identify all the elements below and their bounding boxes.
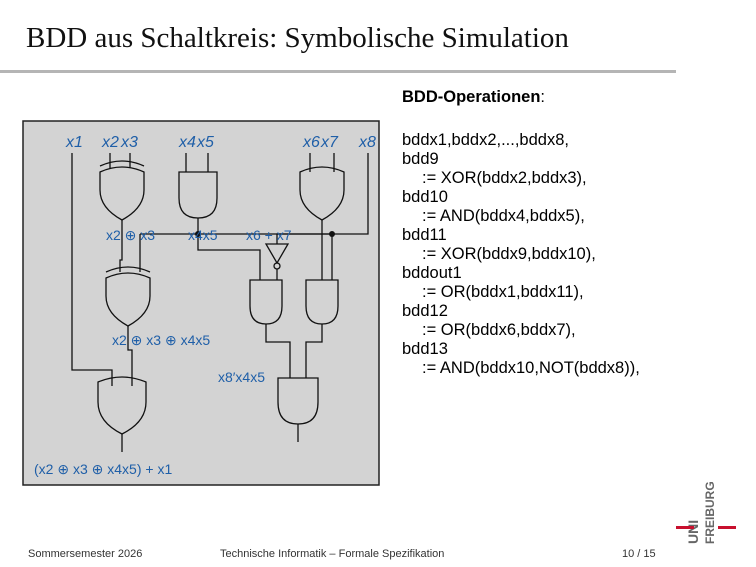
op-line-8: bddout1 [402, 263, 462, 282]
bdd-operations: BDD-Operationen: bddx1,bddx2,...,bddx8, … [402, 89, 752, 379]
junction-dot-and45 [195, 231, 201, 237]
op-line-7: := XOR(bddx9,bddx10), [422, 244, 596, 263]
input-x2: x2 [101, 134, 119, 151]
op-line-6: bdd11 [402, 225, 447, 244]
signal-label-and-not8: x8′x4x5 [218, 369, 265, 385]
university-logo: UNI FREIBURG [676, 481, 736, 544]
input-x1: x1 [65, 134, 83, 151]
op-line-4: bdd10 [402, 187, 448, 206]
signal-label-and45: x4x5 [188, 227, 218, 243]
logo-text-freiburg: FREIBURG [703, 481, 717, 544]
input-x3: x3 [120, 134, 138, 151]
or-gate-x6-x7 [299, 166, 345, 221]
junction-dot-x8 [329, 231, 335, 237]
signal-label-xor23: x2 ⊕ x3 [106, 227, 155, 243]
op-line-11: := OR(bddx6,bddx7), [422, 320, 576, 339]
op-line-5: := AND(bddx4,bddx5), [422, 206, 585, 225]
input-x6: x6 [302, 134, 320, 151]
input-x8: x8 [358, 134, 376, 151]
and-gate-x4x5-or67 [305, 279, 339, 325]
or-gate-output [97, 376, 147, 435]
xor-gate-middle [105, 266, 151, 327]
output-expression: (x2 ⊕ x3 ⊕ x4x5) + x1 [34, 461, 172, 477]
logo-accent-left [676, 526, 694, 529]
op-line-13: := AND(bddx10,NOT(bddx8)), [422, 358, 640, 377]
op-line-1: bddx1,bddx2,...,bddx8, [402, 130, 569, 149]
input-x4: x4 [178, 134, 196, 151]
footer-page: 10 / 15 [622, 548, 656, 560]
input-x7: x7 [320, 134, 339, 151]
input-x5: x5 [196, 134, 214, 151]
footer-semester: Sommersemester 2026 [28, 548, 143, 560]
op-line-10: bdd12 [402, 301, 448, 320]
signal-label-or67: x6 + x7 [246, 227, 292, 243]
and-gate-not-x8 [249, 279, 283, 325]
circuit-wires [71, 153, 369, 452]
title-rule [0, 70, 676, 73]
circuit-panel [22, 120, 380, 486]
op-line-9: := OR(bddx1,bddx11), [422, 282, 584, 301]
circuit-diagram: x1 x2 x3 x4 x5 x6 x7 x8 [22, 120, 380, 486]
xor-gate-x2-x3 [99, 160, 145, 221]
slide-title: BDD aus Schaltkreis: Symbolische Simulat… [26, 22, 569, 54]
signal-label-xor-all: x2 ⊕ x3 ⊕ x4x5 [112, 332, 210, 348]
op-line-3: := XOR(bddx2,bddx3), [422, 168, 587, 187]
op-line-12: bdd13 [402, 339, 448, 358]
logo-accent-right [718, 526, 736, 529]
footer-course: Technische Informatik – Formale Spezifik… [220, 548, 445, 560]
ops-heading: BDD-Operationen: [402, 88, 546, 106]
op-line-2: bdd9 [402, 149, 439, 168]
and-gate-x4-x5 [178, 171, 218, 219]
logo-text-uni: UNI [685, 520, 701, 544]
